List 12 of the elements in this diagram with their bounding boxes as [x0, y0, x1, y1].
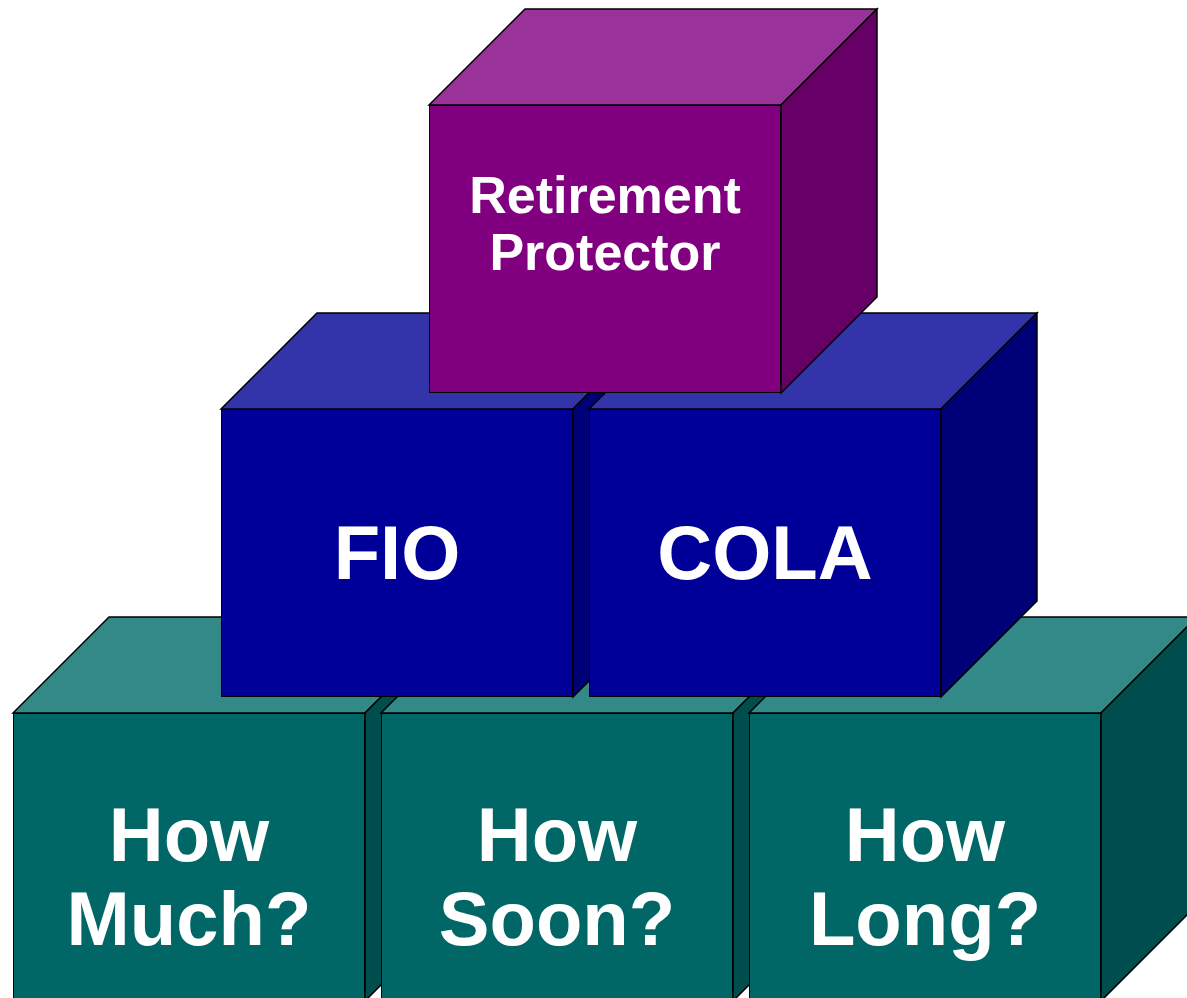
- block-label: How Soon?: [437, 793, 677, 961]
- cube-front-face: [589, 409, 941, 697]
- cube-front-face: [429, 105, 781, 393]
- block-label: How Long?: [807, 793, 1043, 961]
- block-label: FIO: [333, 511, 461, 595]
- cube-front-face: [381, 713, 733, 998]
- block-label: COLA: [657, 511, 873, 595]
- cube-front-face: [13, 713, 365, 998]
- cube-front-face: [749, 713, 1101, 998]
- cube-front-face: [221, 409, 573, 697]
- block-label: Retirement Protector: [468, 166, 742, 282]
- block-label: How Much?: [65, 793, 313, 961]
